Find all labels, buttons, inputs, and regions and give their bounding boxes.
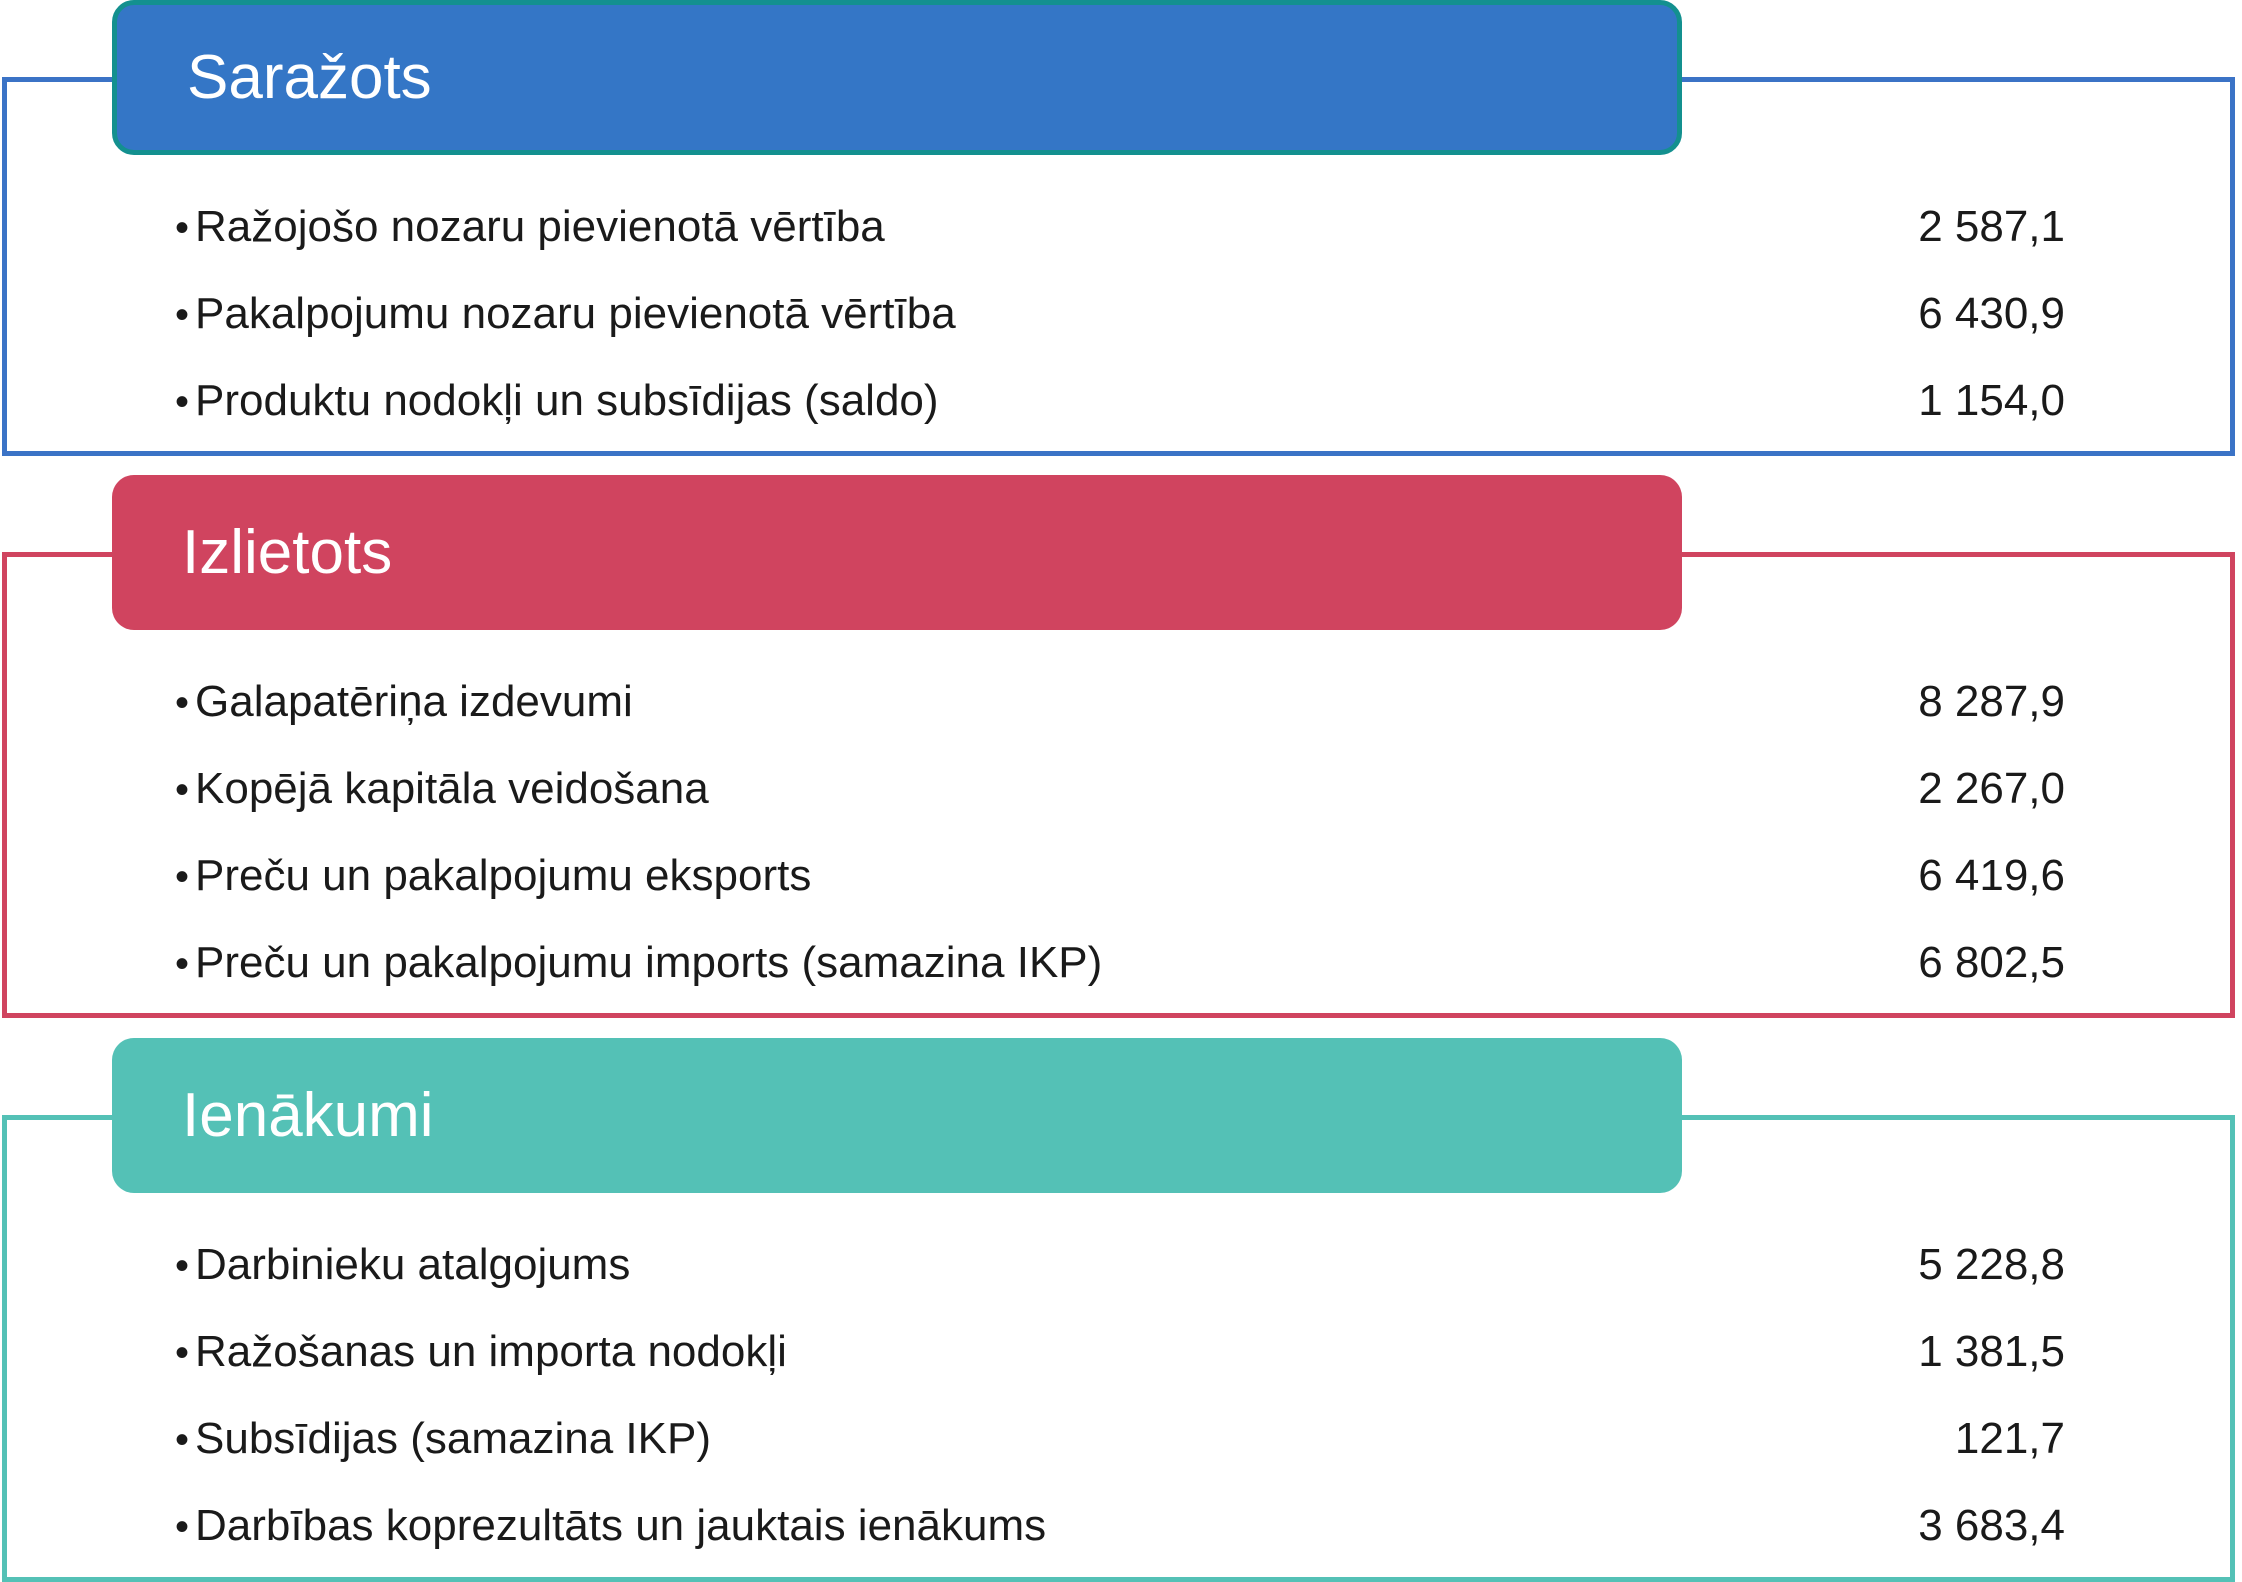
- bullet-icon: •: [175, 206, 190, 250]
- item-list: •Galapatēriņa izdevumi 8 287,9 •Kopējā k…: [175, 658, 2065, 1006]
- item-list: •Darbinieku atalgojums 5 228,8 •Ražošana…: [175, 1221, 2065, 1569]
- section-title: Ienākumi: [112, 1038, 1682, 1193]
- item-label: Produktu nodokļi un subsīdijas (saldo): [195, 376, 939, 425]
- item-value: 8 287,9: [1918, 677, 2065, 726]
- bullet-icon: •: [175, 768, 190, 812]
- list-item: •Produktu nodokļi un subsīdijas (saldo) …: [175, 357, 2065, 444]
- section-produced: Saražots •Ražojošo nozaru pievienotā vēr…: [0, 0, 2242, 460]
- bullet-icon: •: [175, 855, 190, 899]
- item-list: •Ražojošo nozaru pievienotā vērtība 2 58…: [175, 183, 2065, 444]
- item-label: Kopējā kapitāla veidošana: [195, 764, 709, 813]
- list-item: •Subsīdijas (samazina IKP) 121,7: [175, 1395, 2065, 1482]
- item-value: 2 267,0: [1918, 764, 2065, 813]
- section-used: Izlietots •Galapatēriņa izdevumi 8 287,9…: [0, 475, 2242, 1020]
- bullet-icon: •: [175, 380, 190, 424]
- item-label: Galapatēriņa izdevumi: [195, 677, 633, 726]
- item-label: Pakalpojumu nozaru pievienotā vērtība: [195, 289, 956, 338]
- list-item: •Preču un pakalpojumu imports (samazina …: [175, 919, 2065, 1006]
- bullet-icon: •: [175, 1244, 190, 1288]
- item-label: Darbības koprezultāts un jauktais ienāku…: [195, 1501, 1047, 1550]
- bullet-icon: •: [175, 681, 190, 725]
- item-value: 6 419,6: [1918, 851, 2065, 900]
- list-item: •Galapatēriņa izdevumi 8 287,9: [175, 658, 2065, 745]
- bullet-icon: •: [175, 942, 190, 986]
- list-item: •Preču un pakalpojumu eksports 6 419,6: [175, 832, 2065, 919]
- item-label: Ražojošo nozaru pievienotā vērtība: [195, 202, 885, 251]
- item-label: Subsīdijas (samazina IKP): [195, 1414, 711, 1463]
- item-value: 1 154,0: [1918, 376, 2065, 425]
- section-title: Izlietots: [112, 475, 1682, 630]
- bullet-icon: •: [175, 1505, 190, 1549]
- list-item: •Pakalpojumu nozaru pievienotā vērtība 6…: [175, 270, 2065, 357]
- item-label: Preču un pakalpojumu eksports: [195, 851, 812, 900]
- item-value: 2 587,1: [1918, 202, 2065, 251]
- item-value: 5 228,8: [1918, 1240, 2065, 1289]
- item-label: Ražošanas un importa nodokļi: [195, 1327, 787, 1376]
- list-item: •Kopējā kapitāla veidošana 2 267,0: [175, 745, 2065, 832]
- list-item: •Darbības koprezultāts un jauktais ienāk…: [175, 1482, 2065, 1569]
- item-value: 6 802,5: [1918, 938, 2065, 987]
- item-value: 121,7: [1954, 1414, 2065, 1463]
- bullet-icon: •: [175, 1418, 190, 1462]
- list-item: •Darbinieku atalgojums 5 228,8: [175, 1221, 2065, 1308]
- item-value: 6 430,9: [1918, 289, 2065, 338]
- item-value: 3 683,4: [1918, 1501, 2065, 1550]
- bullet-icon: •: [175, 293, 190, 337]
- item-value: 1 381,5: [1918, 1327, 2065, 1376]
- section-title: Saražots: [112, 0, 1682, 155]
- list-item: •Ražojošo nozaru pievienotā vērtība 2 58…: [175, 183, 2065, 270]
- item-label: Preču un pakalpojumu imports (samazina I…: [195, 938, 1103, 987]
- list-item: •Ražošanas un importa nodokļi 1 381,5: [175, 1308, 2065, 1395]
- item-label: Darbinieku atalgojums: [195, 1240, 631, 1289]
- section-income: Ienākumi •Darbinieku atalgojums 5 228,8 …: [0, 1038, 2242, 1582]
- bullet-icon: •: [175, 1331, 190, 1375]
